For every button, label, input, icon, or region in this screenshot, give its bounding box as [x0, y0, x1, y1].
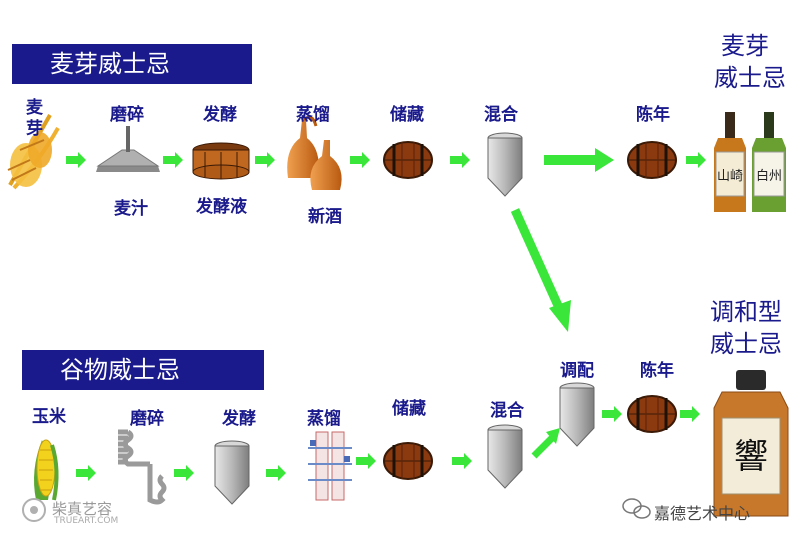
tank-icon — [214, 440, 250, 505]
tank-icon — [487, 132, 523, 197]
grain-step-ferment: 发酵 — [222, 409, 256, 429]
mill-icon — [96, 126, 160, 172]
barrel-icon — [382, 140, 434, 180]
flow-arrow — [266, 465, 286, 481]
hakushu-bottle-icon: 白州 — [752, 112, 786, 212]
malt-output-wort: 麦汁 — [114, 199, 148, 219]
blend-diagonal-arrow — [510, 208, 571, 332]
tank-icon — [487, 424, 523, 489]
grain-step-distill: 蒸馏 — [307, 409, 341, 429]
malt-whisky-banner: 麦芽威士忌 — [12, 44, 252, 84]
blended-product-label-2: 威士忌 — [710, 330, 782, 358]
yamazaki-label: 山崎 — [717, 169, 743, 184]
grain-step-store: 储藏 — [392, 399, 426, 419]
barley-icon — [7, 114, 60, 190]
barrel-icon — [626, 394, 678, 434]
grain-raw-label: 玉米 — [32, 407, 66, 427]
grain-mill-icon — [118, 429, 167, 505]
flow-arrow — [450, 152, 470, 168]
malt-output-new-spirit: 新酒 — [308, 207, 342, 227]
flow-arrow — [686, 152, 706, 168]
grain-step-grind: 磨碎 — [130, 409, 164, 429]
watermark-right: 嘉德艺术中心 — [654, 504, 751, 523]
blended-product-label-1: 调和型 — [710, 298, 782, 326]
malt-product-label-2: 威士忌 — [714, 64, 786, 92]
malt-product-label-1: 麦芽 — [721, 32, 769, 60]
column-still-icon — [308, 431, 352, 501]
flow-arrow — [680, 406, 700, 422]
malt-step-grind: 磨碎 — [110, 105, 144, 125]
corn-icon — [34, 439, 59, 501]
trueart-logo-icon — [22, 498, 46, 522]
flow-arrow — [66, 152, 86, 168]
flow-arrow — [255, 152, 275, 168]
flow-arrow — [356, 453, 376, 469]
malt-step-store: 储藏 — [390, 105, 424, 125]
flow-arrow — [174, 465, 194, 481]
watermark-left-sub: TRUEART.COM — [54, 516, 119, 526]
blending-tank-icon — [559, 382, 595, 447]
hibiki-bottle-icon: 響 — [713, 370, 789, 517]
hibiki-label: 響 — [734, 437, 768, 477]
flow-arrow — [163, 152, 183, 168]
barrel-icon — [626, 140, 678, 180]
flow-arrow — [76, 465, 96, 481]
malt-step-blend: 混合 — [484, 105, 518, 125]
malt-step-distill: 蒸馏 — [296, 105, 330, 125]
malt-step-ferment: 发酵 — [203, 105, 237, 125]
blend-up-arrow — [531, 428, 560, 459]
grain-step-age: 陈年 — [640, 361, 674, 381]
barrel-icon — [382, 441, 434, 481]
yamazaki-bottle-icon: 山崎 — [714, 112, 746, 212]
wechat-icon — [622, 498, 651, 519]
grain-step-vatting: 调配 — [560, 361, 594, 381]
hakushu-label: 白州 — [756, 168, 782, 184]
long-flow-arrow — [544, 148, 614, 172]
malt-raw-label: 麦芽 — [26, 98, 43, 139]
flow-arrow — [350, 152, 370, 168]
flow-arrow — [452, 453, 472, 469]
grain-whisky-banner: 谷物威士忌 — [22, 350, 264, 390]
flow-arrow — [602, 406, 622, 422]
malt-step-age: 陈年 — [636, 105, 670, 125]
grain-step-blend: 混合 — [490, 401, 524, 421]
fermenter-icon — [192, 142, 250, 180]
malt-output-wash: 发酵液 — [196, 197, 247, 217]
pot-still-icon — [287, 115, 342, 190]
watermark-left: 柴真艺容 — [52, 500, 113, 518]
